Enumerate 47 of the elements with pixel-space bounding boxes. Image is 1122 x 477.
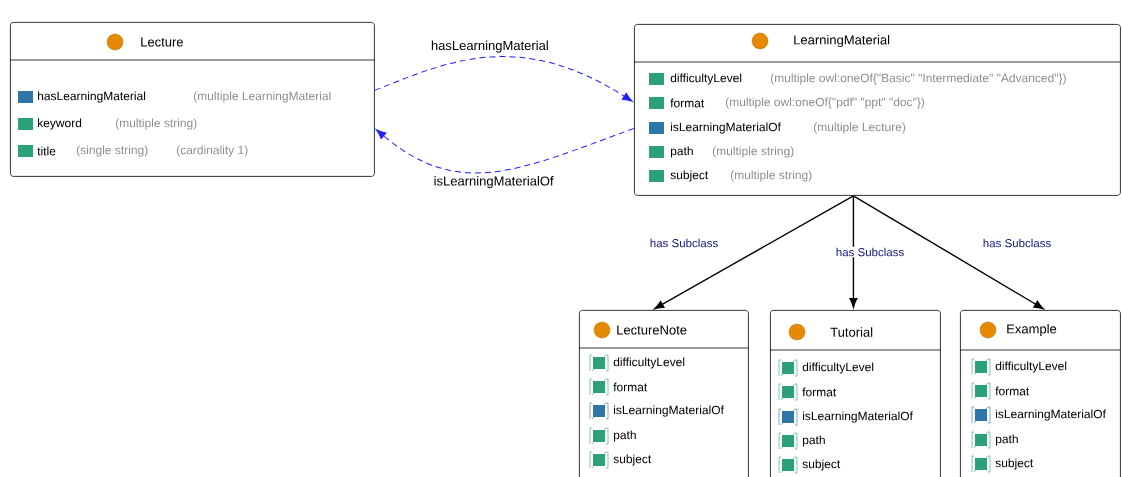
property-name: format [995,386,1030,396]
arrow [374,56,633,102]
property-name: isLearningMaterialOf [614,405,724,417]
property-name: difficultyLevel [802,362,874,374]
class-name: Lecture [141,37,183,47]
property-range: (multiple string) [115,118,197,130]
property-range: (multiple LearningMaterial [193,91,331,103]
property-name: title [37,146,56,156]
property-name: path [671,146,693,158]
property-name: subject [613,454,652,466]
class-name: Example [1007,323,1057,337]
property-name: difficultyLevel [995,361,1067,373]
class-name: LectureNote [617,325,687,335]
property-name: format [802,387,837,397]
arrow [849,195,858,308]
property-name: keyword [38,118,82,130]
edge-label: has Subclass [648,237,720,249]
property-name: isLearningMaterialOf [671,122,781,134]
property-range: (multiple string) [712,146,794,158]
class-name: LearningMaterial [794,34,890,48]
arrow [375,127,635,174]
property-name: path [614,430,636,442]
property-name: path [803,435,825,447]
property-range: (multiple owl:oneOf{"pdf" "ppt" "doc"}) [725,97,925,109]
property-name: hasLearningMaterial [38,91,146,103]
edge-label: has Subclass [834,246,906,258]
property-range: (multiple string) [730,170,812,182]
property-name: isLearningMaterialOf [803,411,913,423]
property-range: (cardinality 1) [176,145,248,157]
property-name: subject [670,170,709,182]
property-range: (multiple Lecture) [813,122,906,134]
property-name: difficultyLevel [613,357,685,369]
property-name: subject [802,459,841,471]
property-name: format [613,382,648,392]
property-name: path [996,434,1018,446]
property-name: subject [995,458,1034,470]
edge-label: isLearningMaterialOf [432,175,555,190]
arrow [654,195,855,310]
property-range: (single string) [76,145,148,157]
arrow [852,195,1044,310]
property-name: isLearningMaterialOf [996,409,1106,421]
property-range: (multiple owl:oneOf{"Basic" "Intermediate" "Advanced"}) [770,73,1066,85]
property-name: difficultyLevel [670,73,742,85]
edge-label: hasLearningMaterial [429,39,550,54]
class-name: Tutorial [830,327,873,337]
property-name: format [670,98,705,108]
edge-label: has Subclass [981,237,1053,249]
